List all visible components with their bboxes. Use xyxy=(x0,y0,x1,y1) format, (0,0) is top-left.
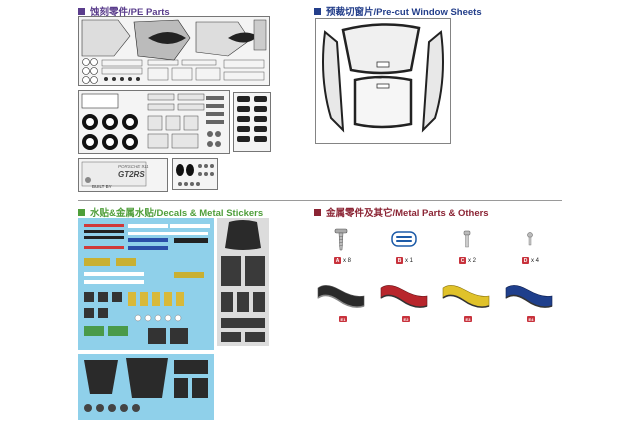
screw-icon xyxy=(334,228,348,251)
pe-emblem-text: PORSCHE 911 xyxy=(118,164,149,169)
decals-header: 水贴&金属水贴/Decals & Metal Stickers xyxy=(78,205,263,219)
cloth-badge-e2: E2 xyxy=(402,316,410,322)
cloth-strip-e1-icon xyxy=(317,285,365,308)
window-sheet-panel xyxy=(315,18,451,144)
header-marker-icon xyxy=(314,208,321,216)
part-badge: B xyxy=(396,257,403,264)
decal-sheet-metal xyxy=(78,354,214,420)
right-side-window xyxy=(421,30,444,133)
metal-parts-title: 金属零件及其它/Metal Parts & Others xyxy=(326,208,489,219)
section-divider xyxy=(78,200,562,201)
window-sheets-header: 预裁切窗片/Pre-cut Window Sheets xyxy=(314,4,482,18)
cloth-strip-e2-icon xyxy=(380,285,428,308)
part-qty: x 1 xyxy=(405,257,414,264)
metal-parts-header: 金属零件及其它/Metal Parts & Others xyxy=(314,205,489,219)
part-d-label: D x 4 xyxy=(522,257,539,264)
rear-window xyxy=(353,75,413,129)
pe-sheet-middle xyxy=(78,90,230,154)
window-sheets-title: 预裁切窗片/Pre-cut Window Sheets xyxy=(326,7,482,18)
decal-sheet-main xyxy=(78,218,214,350)
pe-built-by-text: BUILT BY xyxy=(92,184,112,189)
part-qty: x 2 xyxy=(468,257,477,264)
spring-clip-icon xyxy=(391,231,417,247)
pe-sheet-small xyxy=(172,158,218,190)
pe-model-text: GT2RS xyxy=(118,170,145,179)
pe-sheet-nameplate xyxy=(78,158,168,192)
pin-icon xyxy=(463,230,471,248)
pe-sheet-top xyxy=(78,16,270,86)
part-c-label: C x 2 xyxy=(459,257,476,264)
cloth-badge-e4: E4 xyxy=(527,316,535,322)
pe-sheet-grille xyxy=(233,92,271,152)
decals-title: 水贴&金属水贴/Decals & Metal Stickers xyxy=(90,208,264,219)
cloth-badge-e3: E3 xyxy=(464,316,472,322)
header-marker-icon xyxy=(314,7,321,15)
small-pin-icon xyxy=(527,232,533,246)
left-side-window xyxy=(322,30,345,133)
part-qty: x 8 xyxy=(343,257,352,264)
cloth-strip-e3-icon xyxy=(442,285,490,308)
part-badge: A xyxy=(334,257,341,264)
part-a-label: A x 8 xyxy=(334,257,351,264)
cloth-badge-e1: E1 xyxy=(339,316,347,322)
part-badge: C xyxy=(459,257,466,264)
header-marker-icon xyxy=(78,7,85,15)
pe-parts-title: 蚀刻零件/PE Parts xyxy=(90,7,170,18)
cloth-strip-e4-icon xyxy=(505,285,553,308)
part-b-label: B x 1 xyxy=(396,257,413,264)
pe-parts-header: 蚀刻零件/PE Parts xyxy=(78,4,170,18)
part-badge: D xyxy=(522,257,529,264)
header-marker-icon xyxy=(78,208,85,216)
decal-sheet-carbon xyxy=(217,218,269,346)
windshield xyxy=(341,23,421,75)
part-qty: x 4 xyxy=(531,257,540,264)
